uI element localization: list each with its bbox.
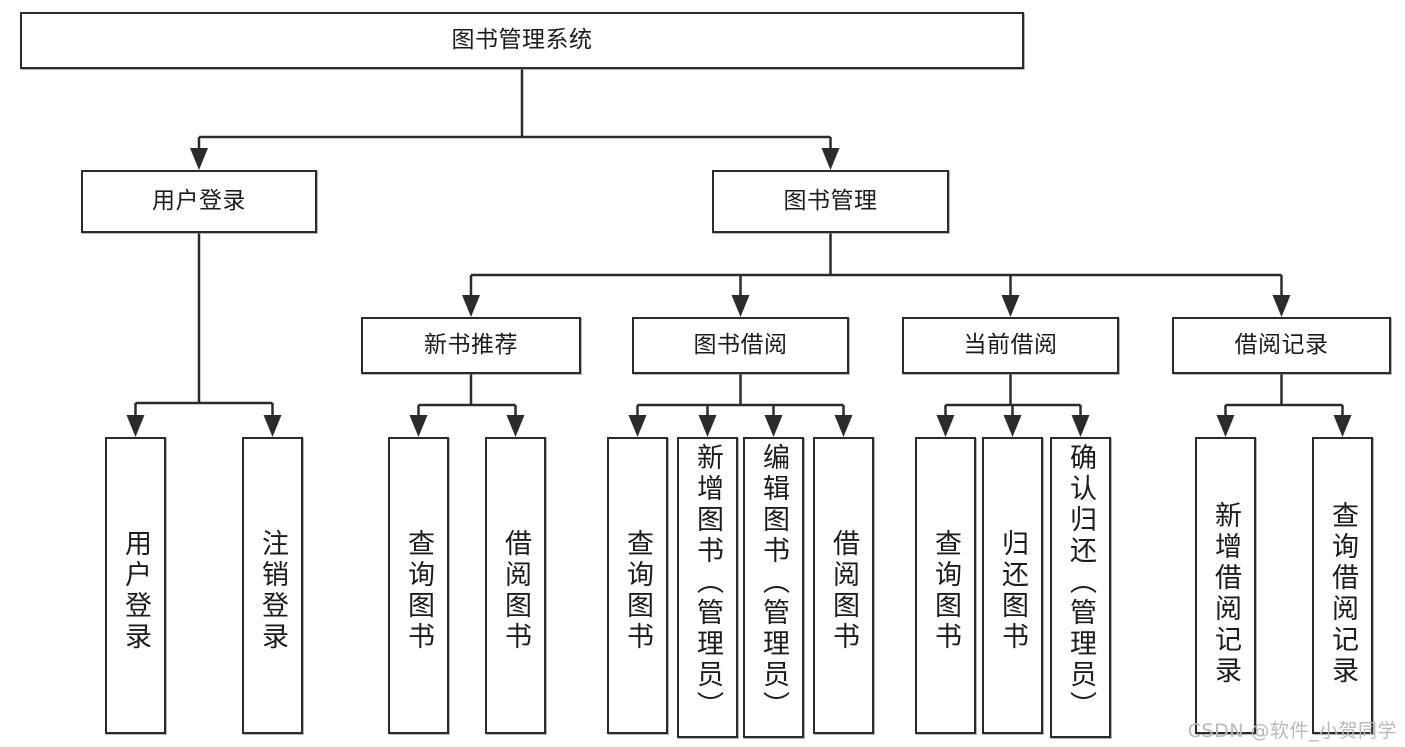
edge-arrowhead: [628, 415, 647, 437]
node-label: 新增借阅记录: [1210, 501, 1241, 687]
node-label: 查询图书: [930, 529, 961, 653]
edge-arrowhead: [263, 415, 282, 437]
node-label: 查询借阅记录: [1327, 501, 1358, 687]
edge-arrowhead: [731, 295, 750, 317]
node-root[interactable]: 图书管理系统: [20, 12, 1024, 69]
node-l_logout[interactable]: 注销登录: [242, 437, 303, 734]
edge-arrowhead: [126, 415, 145, 437]
edge-arrowhead: [698, 415, 717, 437]
node-r_query[interactable]: 查询借阅记录: [1312, 437, 1373, 734]
node-label: 借阅图书: [500, 529, 531, 653]
edge-arrowhead: [1001, 295, 1020, 317]
node-n_query[interactable]: 查询图书: [388, 437, 449, 734]
node-c_confirm[interactable]: 确认归还（管理员）: [1050, 437, 1111, 738]
node-label: 编辑图书（管理员）: [758, 443, 789, 722]
node-current[interactable]: 当前借阅: [902, 317, 1119, 374]
edge-arrowhead: [764, 415, 783, 437]
node-bookmgmt[interactable]: 图书管理: [712, 170, 949, 233]
edge-arrowhead: [506, 415, 525, 437]
node-r_add[interactable]: 新增借阅记录: [1195, 437, 1256, 734]
node-label: 查询图书: [403, 529, 434, 653]
edge-arrowhead: [821, 148, 840, 170]
edge-arrowhead: [1333, 415, 1352, 437]
node-label: 确认归还（管理员）: [1065, 443, 1096, 722]
node-label: 新书推荐: [424, 331, 518, 358]
node-borrow[interactable]: 图书借阅: [632, 317, 849, 374]
node-label: 注销登录: [257, 529, 288, 653]
node-b_add[interactable]: 新增图书（管理员）: [677, 437, 738, 738]
watermark-label: CSDN @软件_小贺同学: [1187, 720, 1397, 742]
node-b_borrow[interactable]: 借阅图书: [813, 437, 874, 734]
node-c_return[interactable]: 归还图书: [982, 437, 1043, 734]
node-label: 查询图书: [622, 529, 653, 653]
edge-arrowhead: [1071, 415, 1090, 437]
node-l_login[interactable]: 用户登录: [105, 437, 166, 734]
node-n_borrow[interactable]: 借阅图书: [485, 437, 546, 734]
edge-arrowhead: [190, 148, 208, 170]
edge-arrowhead: [834, 415, 853, 437]
node-label: 用户登录: [120, 529, 151, 653]
node-b_edit[interactable]: 编辑图书（管理员）: [743, 437, 804, 738]
node-records[interactable]: 借阅记录: [1172, 317, 1391, 374]
node-login[interactable]: 用户登录: [81, 170, 317, 233]
node-label: 借阅记录: [1234, 331, 1329, 358]
node-label: 新增图书（管理员）: [692, 443, 723, 722]
edge-arrowhead: [1216, 415, 1235, 437]
node-label: 图书管理: [783, 187, 878, 214]
edge-arrowhead: [1272, 295, 1291, 317]
edge-arrowhead: [1003, 415, 1022, 437]
node-label: 图书管理系统: [451, 26, 593, 53]
edge-arrowhead: [936, 415, 955, 437]
node-b_query[interactable]: 查询图书: [607, 437, 668, 734]
node-label: 归还图书: [997, 529, 1028, 653]
node-newrec[interactable]: 新书推荐: [361, 317, 581, 374]
node-label: 用户登录: [152, 187, 246, 214]
edge-arrowhead: [462, 295, 480, 317]
node-label: 借阅图书: [828, 529, 859, 653]
node-c_query[interactable]: 查询图书: [915, 437, 976, 734]
edge-arrowhead: [409, 415, 428, 437]
node-label: 图书借阅: [693, 331, 788, 358]
node-label: 当前借阅: [963, 331, 1058, 358]
